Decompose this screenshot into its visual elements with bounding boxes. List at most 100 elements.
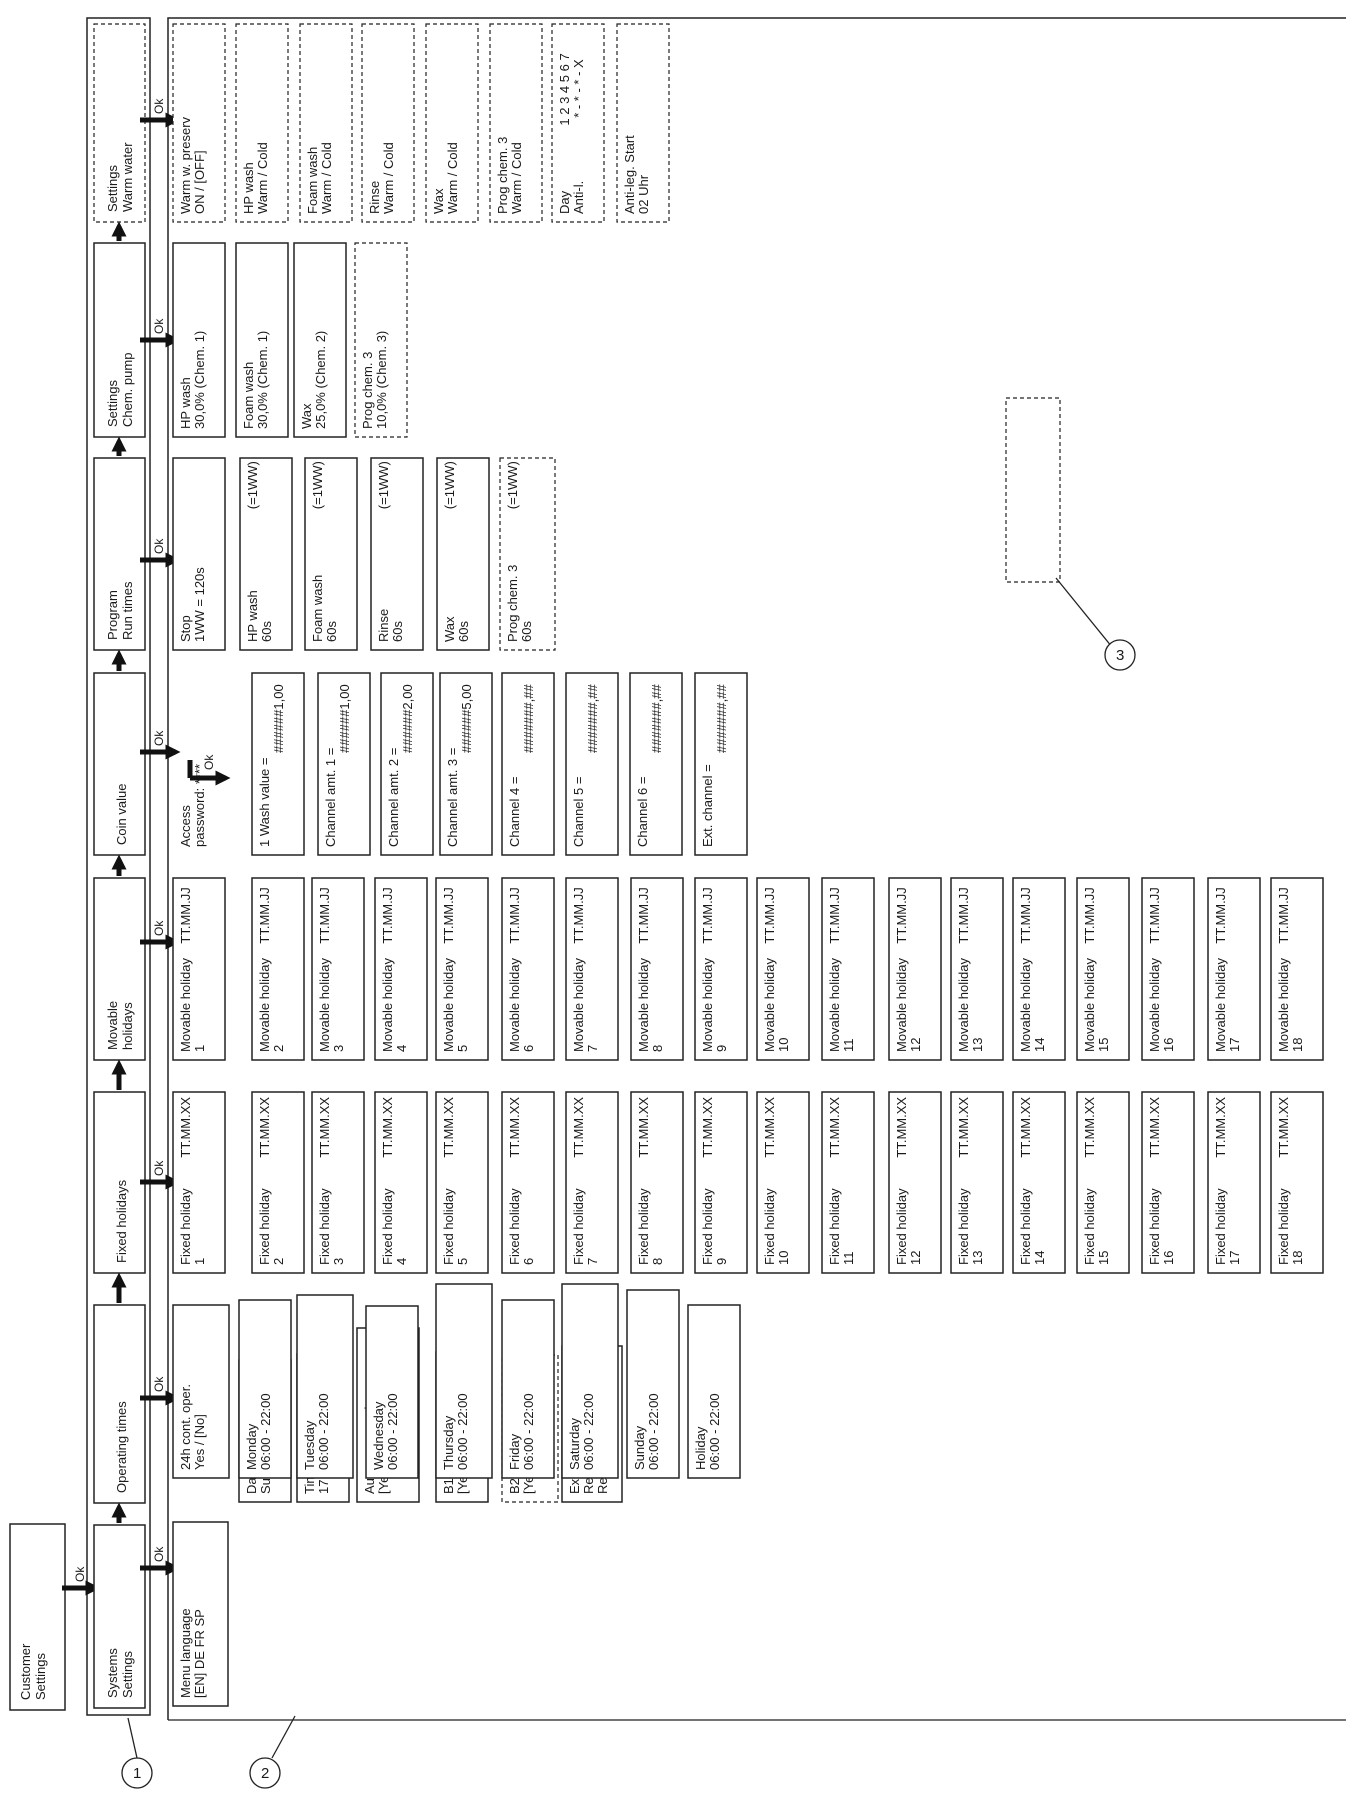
menu-item-box[interactable]: Channel amt. 1 =######1,00 xyxy=(317,672,371,856)
ok-label: Ok xyxy=(202,754,216,770)
menu-item-frame xyxy=(501,1299,555,1479)
ok-label: Ok xyxy=(152,538,166,554)
menu-item-box[interactable]: Channel 5 =#######,## xyxy=(565,672,619,856)
menu-item-label: 30,0% (Chem. 1) xyxy=(192,331,207,429)
menu-item-box[interactable]: Channel 6 =#######,## xyxy=(629,672,683,856)
menu-item-frame xyxy=(629,672,683,856)
menu-item-frame xyxy=(626,1289,680,1479)
menu-item-frame xyxy=(888,1091,942,1274)
menu-item-label: 16 xyxy=(1161,1251,1176,1265)
menu-item-box[interactable]: Channel amt. 3 =######5,00 xyxy=(439,672,493,856)
menu-item-label: Movable holiday xyxy=(1147,958,1162,1052)
menu-item-label: Fixed holiday xyxy=(178,1188,193,1265)
menu-item-box[interactable]: Channel amt. 2 =######2,00 xyxy=(380,672,434,856)
menu-item-value: TT.MM.JJ xyxy=(762,887,777,943)
menu-item-label: Monday xyxy=(244,1423,259,1470)
menu-item-box[interactable]: 1 Wash value =######1,00 xyxy=(251,672,305,856)
menu-section-box[interactable]: Operating times xyxy=(93,1304,146,1504)
menu-item-frame xyxy=(317,672,371,856)
menu-item-box[interactable]: 24h cont. oper.Yes / [No] xyxy=(172,1304,230,1479)
menu-section-box[interactable]: Coin value xyxy=(93,672,146,856)
menu-item-frame xyxy=(311,877,365,1061)
menu-item-box[interactable]: Menu language[EN] DE FR SP xyxy=(172,1521,229,1707)
menu-item-box[interactable]: Channel 4 =#######,## xyxy=(501,672,555,856)
ok-label: Ok xyxy=(152,1546,166,1562)
menu-section-box[interactable]: Fixed holidays xyxy=(93,1091,146,1274)
menu-item-frame xyxy=(235,242,289,438)
menu-item-box[interactable]: Ext. channel =#######,## xyxy=(694,672,748,856)
menu-item-label: 14 xyxy=(1032,1251,1047,1265)
menu-item-label: Access xyxy=(178,805,193,847)
